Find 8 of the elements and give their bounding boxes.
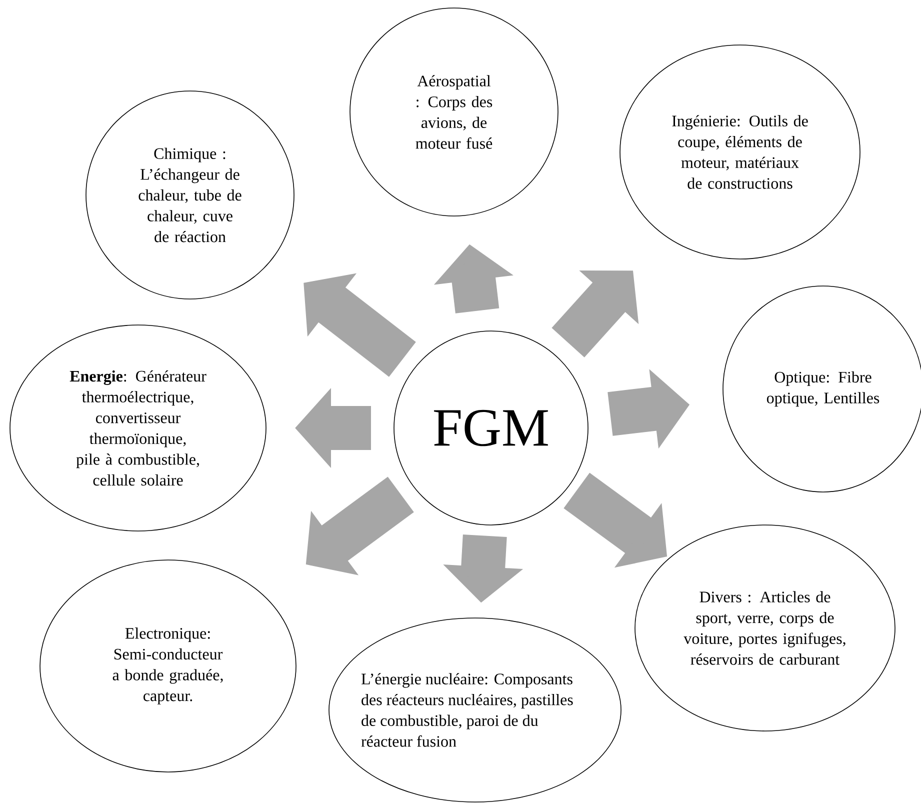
- circle-node: L’énergie nucléaire: Composants des réacteurs nucléaires, pastilles de combustible, paroi de du réacteur fusion: [328, 618, 622, 802]
- circle-node: Ingénierie: Outils de coupe, éléments de moteur, matériaux de constructions: [620, 44, 860, 260]
- circle-node: Energie: Générateur thermoélectrique, convertisseur thermoïonique, pile à combustible, cellule solaire: [10, 324, 266, 532]
- circle-node: FGM: [394, 330, 588, 526]
- circle-node: Chimique : L’échangeur de chaleur, tube de chaleur, cuve de réaction: [86, 90, 294, 300]
- circle-node: Divers : Articles de sport, verre, corps de voiture, portes ignifuges, réservoirs de carburant: [634, 524, 896, 732]
- circle-node: Aérospatial : Corps des avions, de moteur fusé: [350, 8, 558, 216]
- circle-node: Electronique: Semi-conducteur a bonde graduée, capteur.: [40, 560, 296, 772]
